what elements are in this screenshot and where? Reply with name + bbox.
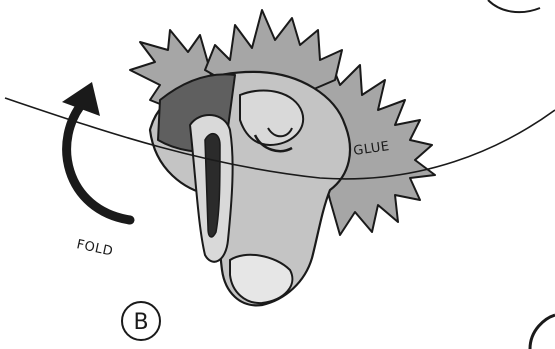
curved-arrow-up-icon: [62, 82, 130, 220]
mouth-inner: [205, 134, 220, 237]
fold-label: FOLD: [75, 237, 114, 259]
next-step-circle-partial: [530, 315, 555, 349]
prev-step-circle-partial: [488, 0, 540, 12]
step-label: B: [133, 310, 148, 335]
